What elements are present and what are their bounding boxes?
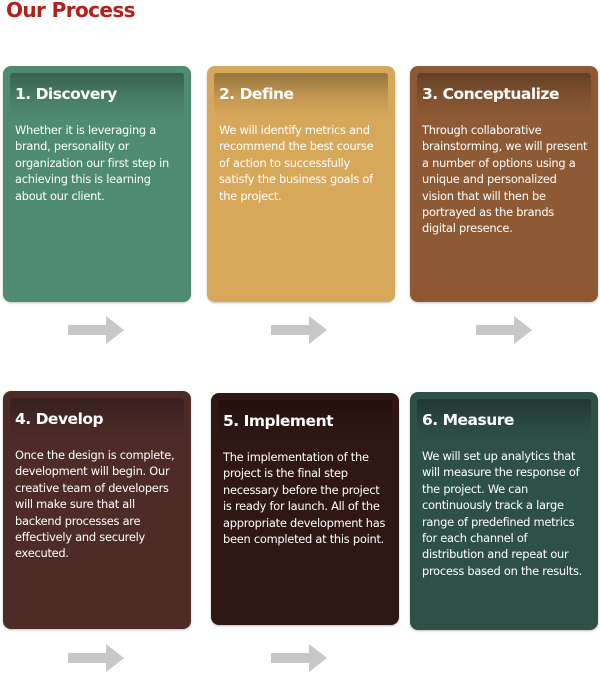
- arrow-right-icon: [68, 316, 124, 344]
- step-description: Whether it is leveraging a brand, person…: [15, 123, 169, 203]
- step-card-measure: 6. Measure We will set up analytics that…: [410, 392, 598, 630]
- step-description: Once the design is complete, development…: [15, 448, 175, 561]
- step-description: We will identify metrics and recommend t…: [219, 123, 374, 203]
- step-title: 4. Develop: [15, 410, 104, 428]
- step-title: 6. Measure: [422, 411, 514, 429]
- step-card-discovery: 1. Discovery Whether it is leveraging a …: [3, 66, 191, 302]
- arrow-right-icon: [68, 644, 124, 672]
- card-header-band: [10, 398, 184, 442]
- step-description: Through collaborative brainstorming, we …: [422, 123, 588, 236]
- step-card-define: 2. Define We will identify metrics and r…: [207, 66, 395, 302]
- card-header-band: [214, 73, 388, 117]
- card-header-band: [417, 399, 591, 443]
- step-title: 2. Define: [219, 85, 294, 103]
- step-description: The implementation of the project is the…: [223, 450, 386, 547]
- page-title: Our Process: [6, 0, 136, 22]
- arrow-right-icon: [271, 316, 327, 344]
- step-card-develop: 4. Develop Once the design is complete, …: [3, 391, 191, 629]
- arrow-right-icon: [271, 644, 327, 672]
- arrow-right-icon: [476, 316, 532, 344]
- step-card-conceptualize: 3. Conceptualize Through collaborative b…: [410, 66, 598, 302]
- step-title: 5. Implement: [223, 412, 334, 430]
- card-header-band: [417, 73, 591, 117]
- step-card-implement: 5. Implement The implementation of the p…: [211, 393, 399, 625]
- step-title: 1. Discovery: [15, 85, 117, 103]
- step-description: We will set up analytics that will measu…: [422, 449, 583, 578]
- step-title: 3. Conceptualize: [422, 85, 560, 103]
- card-header-band: [218, 400, 392, 444]
- card-header-band: [10, 73, 184, 117]
